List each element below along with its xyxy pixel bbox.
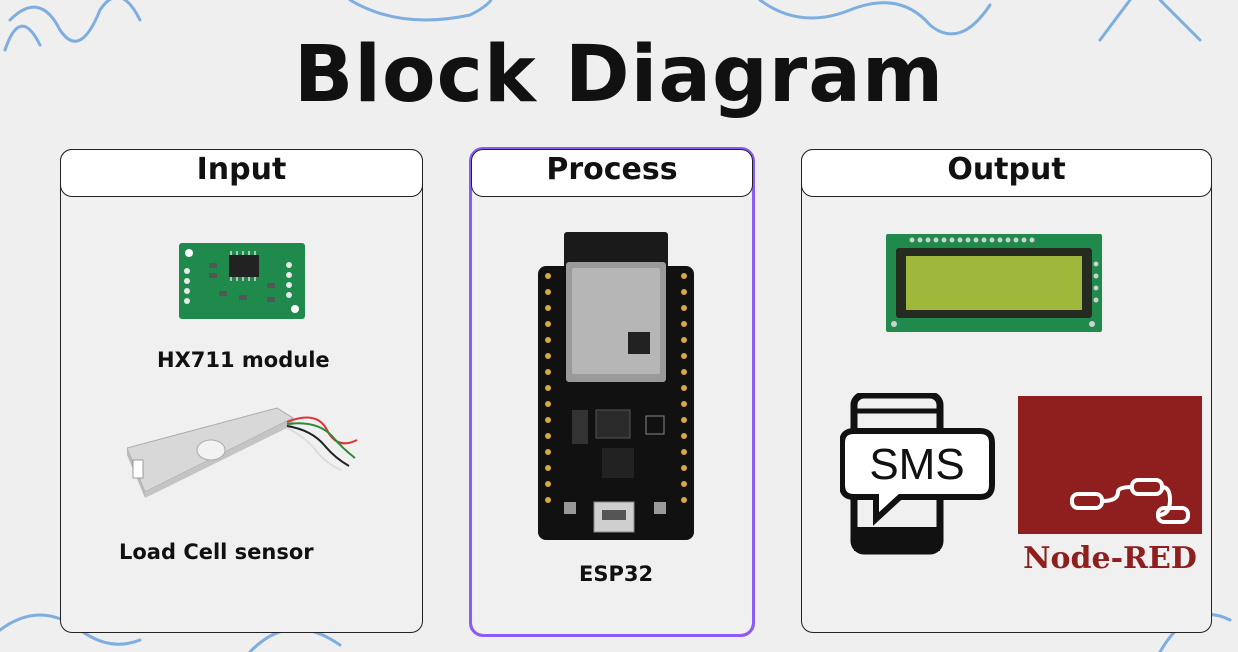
input-panel-header: Input	[60, 149, 423, 197]
hx711-caption: HX711 module	[157, 348, 330, 372]
esp32-board-image	[538, 232, 694, 540]
esp32-caption: ESP32	[579, 562, 654, 586]
node-red-label: Node-RED	[1023, 541, 1197, 576]
hx711-module-image	[179, 243, 305, 319]
page-title: Block Diagram	[293, 30, 945, 120]
lcd-display-image	[886, 234, 1102, 332]
process-panel-header: Process	[471, 149, 753, 197]
input-panel[interactable]: Input	[60, 149, 423, 633]
output-panel[interactable]: Output SMS	[801, 149, 1212, 633]
sms-phone-icon: SMS	[840, 393, 995, 555]
load-cell-image	[127, 407, 358, 498]
node-red-logo: Node-RED	[1018, 396, 1202, 576]
load-cell-caption: Load Cell sensor	[119, 540, 314, 564]
output-panel-header: Output	[801, 149, 1212, 197]
process-panel[interactable]: Process	[469, 147, 755, 637]
sms-label: SMS	[869, 440, 964, 489]
